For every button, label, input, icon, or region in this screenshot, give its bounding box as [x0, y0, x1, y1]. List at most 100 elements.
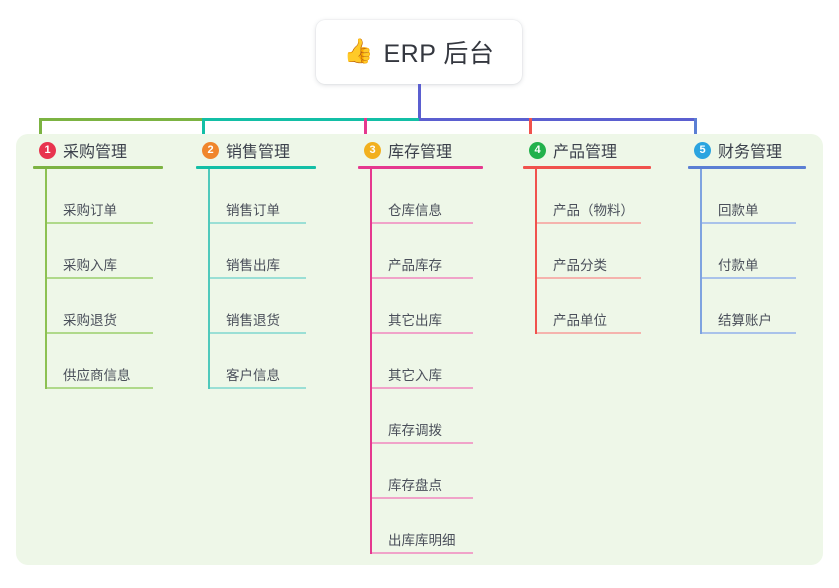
- leaf-item[interactable]: 仓库信息: [372, 169, 483, 224]
- leaf-item-label: 销售退货: [226, 312, 280, 328]
- column-3: 3 库存管理仓库信息产品库存其它出库其它入库库存调拨库存盘点出库库明细: [358, 134, 483, 554]
- leaf-item-rule: [372, 387, 473, 389]
- leaf-item-label: 销售订单: [226, 202, 280, 218]
- leaf-item[interactable]: 其它出库: [372, 279, 483, 334]
- thumbs-up-icon: 👍: [343, 38, 374, 65]
- leaf-item[interactable]: 产品单位: [537, 279, 651, 334]
- leaf-item[interactable]: 客户信息: [210, 334, 316, 389]
- column-items-1: 采购订单采购入库采购退货供应商信息: [33, 169, 163, 389]
- column-header-rule-3: [358, 166, 483, 169]
- leaf-item-label: 库存调拨: [388, 422, 442, 438]
- leaf-item-label: 销售出库: [226, 257, 280, 273]
- column-title-2: 销售管理: [226, 144, 291, 161]
- leaf-item[interactable]: 产品库存: [372, 224, 483, 279]
- leaf-item-label: 采购订单: [63, 202, 117, 218]
- root-node-card[interactable]: 👍 ERP 后台: [316, 20, 522, 84]
- column-header-3[interactable]: 3 库存管理: [358, 134, 483, 166]
- column-items-3: 仓库信息产品库存其它出库其它入库库存调拨库存盘点出库库明细: [358, 169, 483, 554]
- leaf-item-label: 供应商信息: [63, 367, 131, 383]
- column-1: 1 采购管理采购订单采购入库采购退货供应商信息: [33, 134, 163, 389]
- leaf-item[interactable]: 库存调拨: [372, 389, 483, 444]
- column-spine-1: [45, 169, 47, 389]
- leaf-item-label: 采购入库: [63, 257, 117, 273]
- leaf-item-label: 结算账户: [718, 312, 772, 328]
- leaf-item-rule: [537, 277, 641, 279]
- leaf-item-rule: [210, 277, 306, 279]
- column-drop-connector-3: [364, 118, 367, 146]
- leaf-item-label: 回款单: [718, 202, 759, 218]
- column-badge-1: 1: [39, 141, 56, 159]
- leaf-item-rule: [372, 552, 473, 554]
- column-header-4[interactable]: 4 产品管理: [523, 134, 651, 166]
- leaf-item[interactable]: 结算账户: [702, 279, 806, 334]
- leaf-item-rule: [702, 277, 796, 279]
- leaf-item[interactable]: 销售出库: [210, 224, 316, 279]
- column-header-5[interactable]: 5 财务管理: [688, 134, 806, 166]
- bus-segment-1: [39, 118, 202, 121]
- column-items-4: 产品（物料） 产品分类产品单位: [523, 169, 651, 334]
- bus-segment-3: [419, 118, 697, 121]
- leaf-item[interactable]: 库存盘点: [372, 444, 483, 499]
- column-2: 2 销售管理销售订单销售出库销售退货客户信息: [196, 134, 316, 389]
- leaf-item[interactable]: 回款单: [702, 169, 806, 224]
- column-badge-2: 2: [202, 141, 219, 159]
- leaf-item[interactable]: 其它入库: [372, 334, 483, 389]
- leaf-item-label: 采购退货: [63, 312, 117, 328]
- mindmap-panel: 1 采购管理采购订单采购入库采购退货供应商信息 2 销售管理销售订单销售出库销售退货客…: [16, 134, 823, 565]
- leaf-item-label: 出库库明细: [388, 532, 456, 548]
- column-drop-connector-4: [529, 118, 532, 146]
- column-header-1[interactable]: 1 采购管理: [33, 134, 163, 166]
- column-title-3: 库存管理: [388, 144, 453, 161]
- leaf-item[interactable]: 产品分类: [537, 224, 651, 279]
- leaf-item-rule: [47, 387, 153, 389]
- leaf-item-rule: [210, 222, 306, 224]
- leaf-item[interactable]: 采购订单: [47, 169, 163, 224]
- leaf-item[interactable]: 供应商信息: [47, 334, 163, 389]
- column-spine-2: [208, 169, 210, 389]
- column-spine-3: [370, 169, 372, 554]
- leaf-item-rule: [47, 332, 153, 334]
- column-title-1: 采购管理: [63, 144, 128, 161]
- leaf-item[interactable]: 付款单: [702, 224, 806, 279]
- column-4: 4 产品管理产品（物料） 产品分类产品单位: [523, 134, 651, 334]
- column-items-5: 回款单付款单结算账户: [688, 169, 806, 334]
- leaf-item[interactable]: 产品（物料）: [537, 169, 651, 224]
- leaf-item[interactable]: 销售退货: [210, 279, 316, 334]
- leaf-item-rule: [210, 387, 306, 389]
- leaf-item-label: 库存盘点: [388, 477, 442, 493]
- leaf-item-rule: [372, 222, 473, 224]
- leaf-item-rule: [702, 332, 796, 334]
- leaf-item[interactable]: 采购入库: [47, 224, 163, 279]
- leaf-item-rule: [537, 332, 641, 334]
- column-header-rule-2: [196, 166, 316, 169]
- leaf-item-label: 产品分类: [553, 257, 607, 273]
- column-header-rule-5: [688, 166, 806, 169]
- column-title-5: 财务管理: [718, 144, 783, 161]
- leaf-item-rule: [702, 222, 796, 224]
- leaf-item-label: 产品单位: [553, 312, 607, 328]
- leaf-item-rule: [210, 332, 306, 334]
- leaf-item[interactable]: 销售订单: [210, 169, 316, 224]
- leaf-item[interactable]: 采购退货: [47, 279, 163, 334]
- column-header-rule-4: [523, 166, 651, 169]
- leaf-item-rule: [537, 222, 641, 224]
- column-title-4: 产品管理: [553, 144, 618, 161]
- leaf-item-label: 其它出库: [388, 312, 442, 328]
- column-badge-4: 4: [529, 141, 546, 159]
- leaf-item-rule: [372, 277, 473, 279]
- leaf-item-label: 其它入库: [388, 367, 442, 383]
- column-badge-5: 5: [694, 141, 711, 159]
- leaf-item-label: 产品（物料）: [553, 202, 634, 218]
- root-stem-connector: [418, 84, 421, 121]
- column-drop-connector-5: [694, 118, 697, 146]
- column-badge-3: 3: [364, 141, 381, 159]
- column-spine-5: [700, 169, 702, 334]
- leaf-item-label: 付款单: [718, 257, 759, 273]
- leaf-item-rule: [372, 442, 473, 444]
- column-drop-connector-2: [202, 118, 205, 146]
- column-spine-4: [535, 169, 537, 334]
- column-header-2[interactable]: 2 销售管理: [196, 134, 316, 166]
- leaf-item-label: 客户信息: [226, 367, 280, 383]
- column-drop-connector-1: [39, 118, 42, 146]
- leaf-item[interactable]: 出库库明细: [372, 499, 483, 554]
